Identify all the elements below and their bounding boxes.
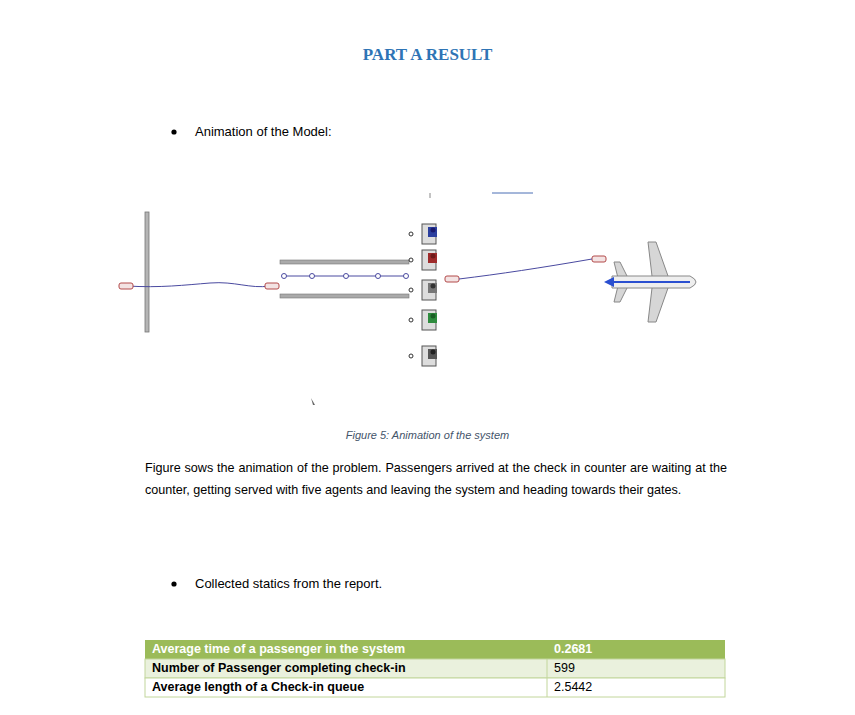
tick-mark [430, 193, 431, 198]
bullet [171, 581, 176, 586]
bullet-text: Collected statics from the report. [195, 573, 695, 595]
table-row [145, 678, 725, 697]
queue-rail [280, 294, 409, 298]
table-cell: 0.2681 [547, 640, 725, 658]
queue-position [282, 274, 409, 279]
cursor-mark [311, 398, 315, 405]
table-cell: 599 [547, 659, 725, 677]
route-line [459, 259, 592, 279]
queue-rail [280, 260, 409, 264]
page-title: PART A RESULT [200, 45, 655, 65]
table-row [145, 659, 725, 678]
table-cell: 2.5442 [547, 678, 725, 696]
entity-icon [119, 256, 606, 289]
decor-line [492, 193, 533, 194]
table-divider [547, 659, 548, 697]
agent-counter [409, 224, 437, 366]
table-cell: Average length of a Check-in queue [145, 678, 545, 696]
table-cell: Number of Passenger completing check-in [145, 659, 545, 677]
airplane [604, 242, 696, 322]
bullet-text: Animation of the Model: [195, 121, 695, 143]
entrance-wall [145, 212, 149, 332]
table-cell: Average time of a passenger in the syste… [145, 640, 545, 658]
bullet [171, 129, 176, 134]
table-header-row [145, 640, 725, 659]
route-line [127, 283, 270, 287]
figure-caption: Figure 5: Animation of the system [200, 429, 655, 441]
paragraph: Figure sows the animation of the problem… [145, 457, 727, 501]
